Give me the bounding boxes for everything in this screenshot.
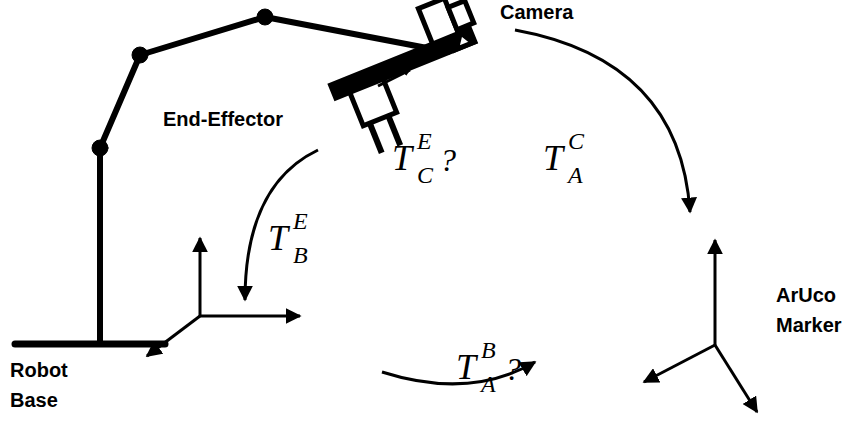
marker-frame [644,240,757,412]
unknown-mark: ? [440,142,456,178]
transform-subscript: A [481,371,496,397]
transform-symbol: T [456,347,476,387]
transform-arrows [245,30,690,384]
transform-superscript: E [293,208,308,234]
gripper-and-camera [316,0,506,161]
frame-name: End-Effector [163,107,283,131]
transform-superscript: E [417,128,432,154]
transform-superscript: C [568,128,584,154]
transform-symbol: T [268,218,288,258]
transform-symbol: T [543,138,563,178]
transform-arrow [378,70,410,86]
robot-arm [15,9,448,344]
transform-symbol: T [392,138,412,178]
transform-subscript: A [568,162,583,188]
transform-superscript: B [481,337,496,363]
transform-subscript: B [293,242,308,268]
frame-name: Camera [500,0,573,24]
frame-name: ArUco Marker [776,280,846,340]
transform-subscript: C [417,162,433,188]
frame-name: Robot Base [10,355,80,415]
unknown-mark: ? [505,351,521,387]
